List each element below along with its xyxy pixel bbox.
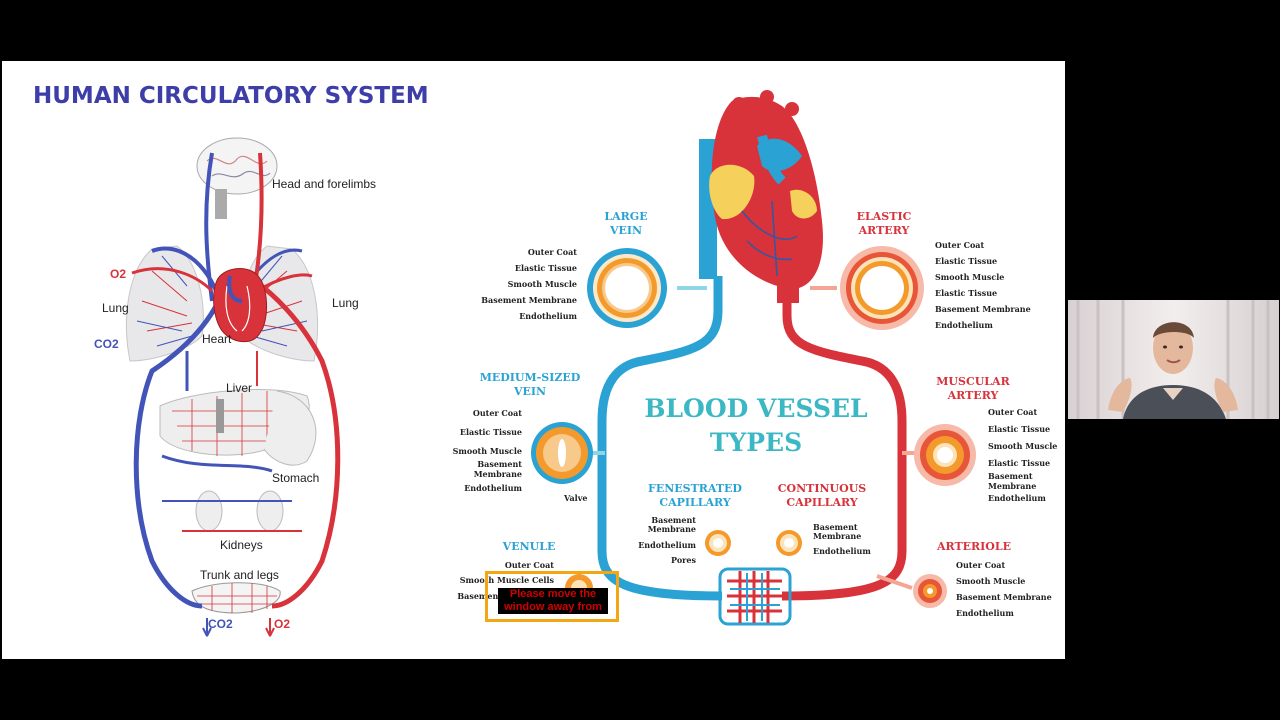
fenestrated-layer-1: Basement (651, 515, 696, 525)
heart-illustration (699, 90, 823, 303)
medium-vein-section: MEDIUM-SIZED VEIN Outer Coat Elastic Tis… (453, 371, 593, 503)
webcam-thumbnail[interactable] (1068, 300, 1279, 419)
presenter-figure (1108, 322, 1238, 419)
screen-share-warning-frame (485, 571, 619, 622)
label-head: Head and forelimbs (272, 177, 376, 191)
vessel-types-title-line2: TYPES (710, 428, 802, 457)
muscular-artery-title-2: ARTERY (947, 389, 999, 402)
fenestrated-title-1: FENESTRATED (648, 482, 742, 495)
venule-title: VENULE (502, 540, 556, 553)
muscular-artery-layer-7: Endothelium (988, 493, 1046, 503)
large-vein-layer-3: Smooth Muscle (508, 279, 577, 289)
venule-layer-1: Outer Coat (505, 560, 554, 570)
medium-vein-layer-3: Smooth Muscle (453, 446, 522, 456)
label-co2-left: CO2 (94, 337, 119, 351)
arteriole-layer-3: Basement Membrane (956, 592, 1052, 602)
fenestrated-layer-3: Endothelium (638, 540, 696, 550)
arteriole-section: ARTERIOLE Outer Coat Smooth Muscle Basem… (913, 540, 1052, 618)
large-vein-layer-2: Elastic Tissue (515, 263, 577, 273)
large-vein-title-2: VEIN (609, 224, 642, 237)
large-vein-title-1: LARGE (604, 210, 647, 223)
elastic-artery-title-1: ELASTIC (857, 210, 912, 223)
warning-line-2: window away from (504, 601, 602, 613)
fenestrated-layer-4: Pores (671, 555, 696, 565)
label-o2-bottom: O2 (274, 617, 290, 631)
continuous-title-2: CAPILLARY (786, 496, 858, 509)
continuous-layer-1: Basement (813, 522, 858, 532)
label-o2-top: O2 (110, 267, 126, 281)
elastic-artery-section: ELASTIC ARTERY Outer Coat Elastic Tissue… (840, 210, 1031, 330)
venule-layer-2: Smooth Muscle Cells (460, 575, 555, 585)
kidney-right-shape (256, 490, 284, 532)
arteriole-layer-2: Smooth Muscle (956, 576, 1025, 586)
muscular-artery-layer-3: Smooth Muscle (988, 441, 1057, 451)
muscular-artery-section: MUSCULAR ARTERY Outer Coat Elastic Tissu… (914, 375, 1057, 503)
elastic-artery-layer-1: Outer Coat (935, 240, 984, 250)
medium-vein-layer-6: Endothelium (464, 483, 522, 493)
elastic-artery-layer-3: Smooth Muscle (935, 272, 1004, 282)
artery-loop (781, 291, 907, 601)
large-vein-layer-5: Endothelium (519, 311, 577, 321)
muscular-artery-title-1: MUSCULAR (936, 375, 1010, 388)
fenestrated-capillary-section: FENESTRATED CAPILLARY Basement Membrane … (638, 482, 742, 565)
label-stomach: Stomach (272, 471, 319, 485)
capillary-bed (718, 567, 792, 626)
label-lung-left: Lung (102, 301, 129, 315)
large-vein-layer-4: Basement Membrane (481, 295, 577, 305)
elastic-artery-layer-4: Elastic Tissue (935, 288, 997, 298)
vein-loop (597, 276, 723, 601)
heart-shape (213, 268, 268, 343)
muscular-artery-layer-1: Outer Coat (988, 407, 1037, 417)
continuous-layer-2: Membrane (813, 531, 861, 541)
continuous-capillary-section: CONTINUOUS CAPILLARY Basement Membrane E… (776, 482, 871, 556)
elastic-artery-layer-2: Elastic Tissue (935, 256, 997, 266)
large-vein-section: LARGE VEIN Outer Coat Elastic Tissue Smo… (481, 210, 667, 328)
arteriole-title: ARTERIOLE (936, 540, 1011, 553)
label-kidneys: Kidneys (220, 538, 263, 552)
label-liver: Liver (226, 381, 252, 395)
medium-vein-title-1: MEDIUM-SIZED (480, 371, 581, 384)
continuous-title-1: CONTINUOUS (778, 482, 867, 495)
fenestrated-title-2: CAPILLARY (659, 496, 731, 509)
medium-vein-layer-2: Elastic Tissue (460, 427, 522, 437)
medium-vein-layer-4: Basement (477, 459, 522, 469)
slide-title: HUMAN CIRCULATORY SYSTEM (33, 83, 429, 109)
fenestrated-layer-2: Membrane (648, 524, 696, 534)
medium-vein-valve: Valve (563, 493, 587, 503)
brain-shape (196, 137, 278, 195)
label-trunk: Trunk and legs (200, 568, 279, 582)
kidney-left-shape (195, 490, 223, 532)
label-co2-bottom: CO2 (208, 617, 233, 631)
vessel-types-title-line1: BLOOD VESSEL (644, 394, 868, 423)
elastic-artery-layer-6: Endothelium (935, 320, 993, 330)
elastic-artery-title-2: ARTERY (858, 224, 910, 237)
continuous-layer-3: Endothelium (813, 546, 871, 556)
label-lung-right: Lung (332, 296, 359, 310)
large-vein-layer-1: Outer Coat (528, 247, 577, 257)
venule-layer-3: Basement (457, 591, 502, 601)
warning-line-1: Please move the (509, 588, 597, 600)
slide-canvas: HUMAN CIRCULATORY SYSTEM (2, 61, 1065, 659)
trunk-capillaries (191, 582, 281, 614)
medium-vein-layer-1: Outer Coat (473, 408, 522, 418)
vessel-diagram: BLOOD VESSEL TYPES LARGE VEIN Outer Coat… (453, 90, 1057, 626)
muscular-artery-layer-6: Membrane (988, 481, 1036, 491)
medium-vein-layer-5: Membrane (474, 469, 522, 479)
muscular-artery-layer-5: Basement (988, 471, 1033, 481)
muscular-artery-layer-4: Elastic Tissue (988, 458, 1050, 468)
screen-share-warning: Please move the window away from (498, 588, 608, 614)
medium-vein-title-2: VEIN (513, 385, 546, 398)
muscular-artery-layer-2: Elastic Tissue (988, 424, 1050, 434)
elastic-artery-layer-5: Basement Membrane (935, 304, 1031, 314)
arteriole-layer-1: Outer Coat (956, 560, 1005, 570)
label-heart: Heart (202, 332, 232, 346)
anatomy-diagram: Head and forelimbs O2 Lung Lung CO2 Hear… (94, 137, 376, 637)
arteriole-layer-4: Endothelium (956, 608, 1014, 618)
